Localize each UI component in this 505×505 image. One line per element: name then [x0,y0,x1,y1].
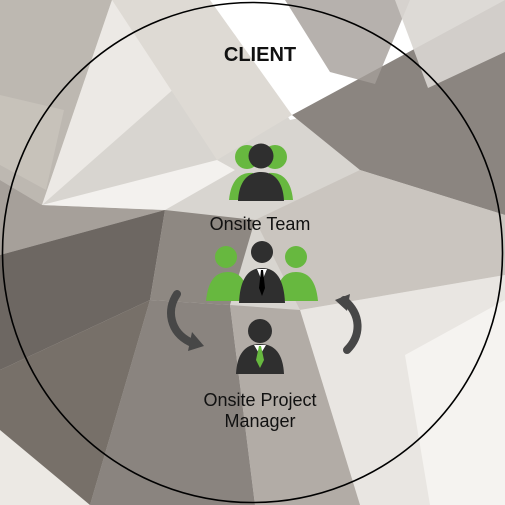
pm-label-line2: Manager [224,410,296,431]
onsite-project-manager-label: Onsite Project Manager [150,390,370,431]
onsite-team-icon [206,241,318,303]
client-label: CLIENT [223,44,297,66]
curved-arrow-left-icon [167,290,204,351]
onsite-team-label: Onsite Team [209,214,311,234]
curved-arrow-right-icon [335,294,362,354]
client-group-icon [229,143,293,201]
project-manager-icon [236,319,284,374]
pm-label-line1: Onsite Project [203,390,317,410]
